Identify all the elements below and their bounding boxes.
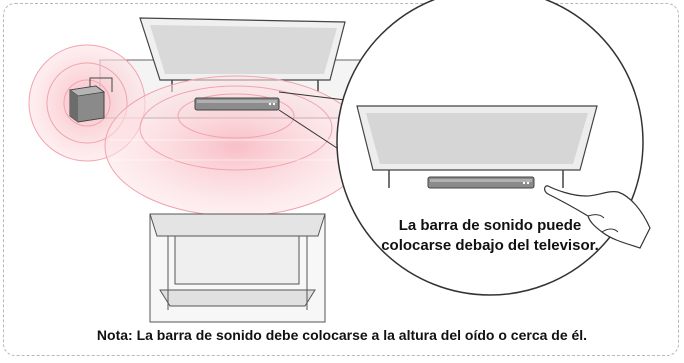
hand-icon (544, 185, 651, 249)
callout-line-2: colocarse debajo del televisor. (381, 237, 599, 254)
subwoofer-icon (68, 77, 113, 123)
tv-zoom-icon (356, 105, 598, 189)
callout-text: La barra de sonido puede colocarse debaj… (350, 216, 630, 256)
sofa-icon (149, 213, 326, 323)
placement-note: Nota: La barra de sonido debe colocarse … (96, 327, 588, 343)
tv-icon (139, 17, 346, 92)
diagram-frame (3, 3, 679, 356)
soundbar-icon (194, 97, 280, 111)
soundbar-wave (104, 75, 368, 217)
callout-line-1: La barra de sonido puede (398, 217, 582, 234)
